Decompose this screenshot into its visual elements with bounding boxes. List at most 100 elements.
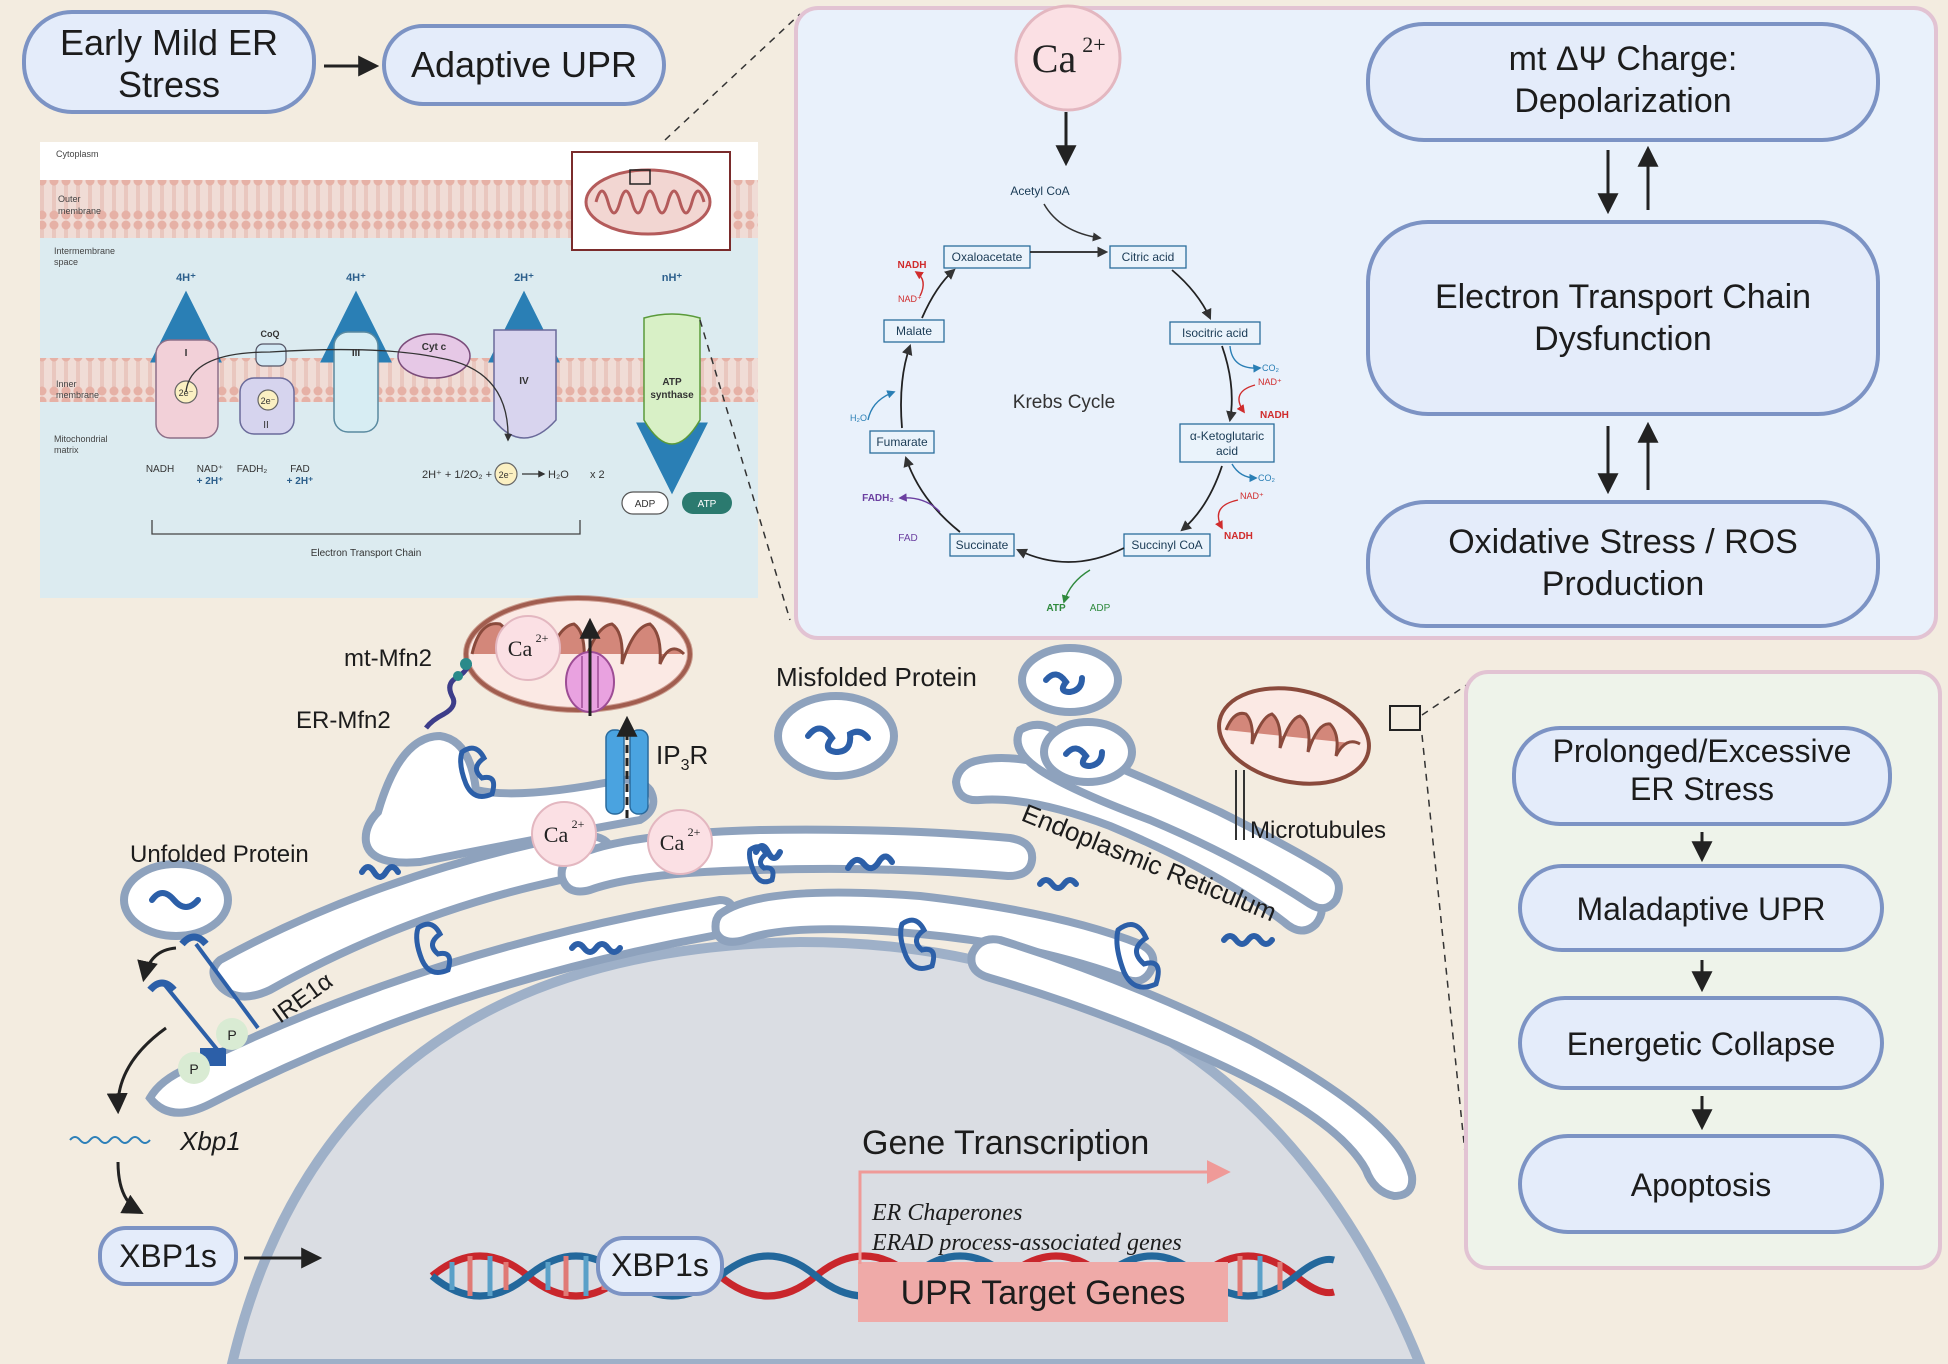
proton-III-label: 4H⁺ (346, 272, 366, 284)
microtubules-label: Microtubules (1250, 817, 1386, 844)
svg-text:Ca: Ca (544, 822, 569, 847)
acetyl-coa-label: Acetyl CoA (1010, 184, 1069, 198)
electron-II (257, 389, 279, 411)
svg-text:NADH: NADH (898, 260, 927, 271)
svg-text:Citric acid: Citric acid (1122, 250, 1175, 264)
mfn2-tether (424, 658, 473, 730)
equation-electron (494, 462, 518, 486)
krebs-side-succinate: FADH₂ FAD (862, 493, 941, 544)
equation-left: 2H⁺ + 1/2O₂ + (422, 469, 492, 481)
ros-box: Oxidative Stress / ROS Production (1366, 500, 1880, 628)
svg-text:CO₂: CO₂ (1258, 473, 1276, 483)
cytoplasm-label: Cytoplasm (56, 149, 99, 159)
etc-panel: Cytoplasm Outer membrane Intermembrane s… (40, 142, 758, 598)
connector-dash-3 (1421, 679, 1475, 716)
krebs-cycle-arrows (900, 246, 1237, 563)
svg-text:Apoptosis: Apoptosis (1631, 1167, 1772, 1203)
er-proteins (359, 843, 1275, 955)
atp-synthase-label-1: ATP (662, 377, 682, 388)
svg-text:NADH: NADH (1260, 410, 1289, 421)
translation-arrow (116, 1161, 144, 1215)
svg-text:FADH₂: FADH₂ (862, 493, 894, 504)
svg-text:XBP1s: XBP1s (611, 1247, 709, 1283)
right-bottom-panel: Prolonged/Excessive ER Stress Maladaptiv… (1464, 670, 1942, 1270)
svg-text:Succinyl CoA: Succinyl CoA (1131, 538, 1202, 552)
krebs-node-isocitric: Isocitric acid (1169, 321, 1261, 345)
upr-target-genes-box: UPR Target Genes (858, 1262, 1228, 1322)
early-stress-label-1: Early Mild ER (60, 22, 278, 63)
mcu-channel (565, 617, 615, 716)
krebs-side-isocitric: CO₂ NAD⁺ NADH (1229, 345, 1289, 421)
svg-text:2+: 2+ (572, 817, 585, 831)
nucleus (226, 936, 1426, 1364)
equation-times2: x 2 (590, 469, 605, 481)
adp-label: ADP (635, 499, 656, 510)
svg-text:Ca: Ca (508, 636, 533, 661)
electron-path (185, 348, 513, 442)
adp-pill (621, 491, 669, 515)
svg-text:UPR Target Genes: UPR Target Genes (901, 1274, 1186, 1312)
coq (255, 343, 287, 367)
krebs-node-ketoglutaric: α-Ketoglutaric acid (1179, 423, 1275, 463)
etc-label: Electron Transport Chain (311, 548, 422, 559)
krebs-side-malate: NAD⁺ NADH (898, 260, 927, 304)
svg-text:FAD: FAD (898, 533, 917, 544)
svg-text:Oxidative Stress / ROS: Oxidative Stress / ROS (1448, 523, 1798, 561)
svg-text:Electron Transport Chain: Electron Transport Chain (1435, 278, 1811, 316)
collapse-box: Energetic Collapse (1518, 996, 1884, 1090)
mito-inset-icon (584, 168, 712, 236)
matrix-label-1: Mitochondrial (54, 434, 108, 444)
intermembrane-label-2: space (54, 257, 78, 267)
svg-text:Malate: Malate (896, 324, 932, 338)
mito-ca-bubble: Ca 2+ (495, 615, 561, 681)
phospho-2: P (178, 1052, 210, 1084)
fad-label: FAD (290, 464, 309, 475)
ire1-dimer (147, 933, 260, 1066)
nadh-label: NADH (146, 464, 174, 475)
proton-atp-label: nH⁺ (662, 272, 683, 284)
xbp1s-pill-outer: XBP1s (98, 1226, 238, 1286)
electron-II-label: 2e⁻ (261, 396, 276, 406)
krebs-side-fumarate: H₂O (850, 390, 896, 423)
adaptive-upr-box: Adaptive UPR (382, 24, 666, 106)
krebs-title: Krebs Cycle (1013, 392, 1115, 413)
erad-label: ERAD process-associated genes (871, 1230, 1182, 1256)
early-stress-label-2: Stress (118, 64, 220, 105)
krebs-node-malate: Malate (883, 319, 945, 343)
vesicle-misfolded-2 (1018, 644, 1122, 716)
adaptive-upr-label: Adaptive UPR (411, 44, 637, 85)
vesicle-misfolded-3 (1040, 718, 1136, 786)
svg-text:NAD⁺: NAD⁺ (898, 294, 922, 304)
mt-mfn2-label: mt-Mfn2 (344, 645, 432, 672)
electron-I-label: 2e⁻ (179, 388, 194, 398)
misfolded-protein-label: Misfolded Protein (776, 662, 977, 692)
complex-I-label: I (185, 348, 188, 359)
vesicle-unfolded (120, 860, 232, 940)
complex-IV-label: IV (519, 376, 529, 387)
svg-text:2+: 2+ (536, 631, 549, 645)
prolonged-box: Prolonged/Excessive ER Stress (1512, 726, 1892, 826)
svg-text:Prolonged/Excessive: Prolonged/Excessive (1553, 733, 1852, 769)
xbp1-label: Xbp1 (179, 1126, 241, 1156)
krebs-node-fumarate: Fumarate (869, 430, 935, 454)
unfolded-protein-label: Unfolded Protein (130, 841, 309, 868)
ip3r-channel (605, 715, 649, 818)
svg-text:Dysfunction: Dysfunction (1534, 320, 1712, 358)
atp-pill (682, 492, 732, 514)
inner-membrane-label-2: membrane (56, 390, 99, 400)
svg-text:XBP1s: XBP1s (119, 1238, 217, 1274)
krebs-panel: Ca 2+ Acetyl CoA Krebs Cycle Citric acid… (794, 4, 1938, 640)
svg-text:ATP: ATP (1046, 603, 1066, 614)
krebs-node-succinyl: Succinyl CoA (1123, 533, 1211, 557)
cyt-c-label: Cyt c (422, 342, 447, 353)
ip3r-label: IP3R (656, 740, 708, 774)
krebs-ca-bubble (1014, 4, 1122, 112)
svg-text:P: P (189, 1061, 198, 1077)
complex-III (333, 331, 379, 433)
etc-dysfunction-box: Electron Transport Chain Dysfunction (1366, 220, 1880, 416)
connector-dash-2 (699, 319, 791, 621)
svg-text:P: P (227, 1027, 236, 1043)
matrix-label-2: matrix (54, 445, 79, 455)
svg-text:Production: Production (1542, 565, 1705, 603)
krebs-ca-label: Ca (1032, 36, 1077, 81)
